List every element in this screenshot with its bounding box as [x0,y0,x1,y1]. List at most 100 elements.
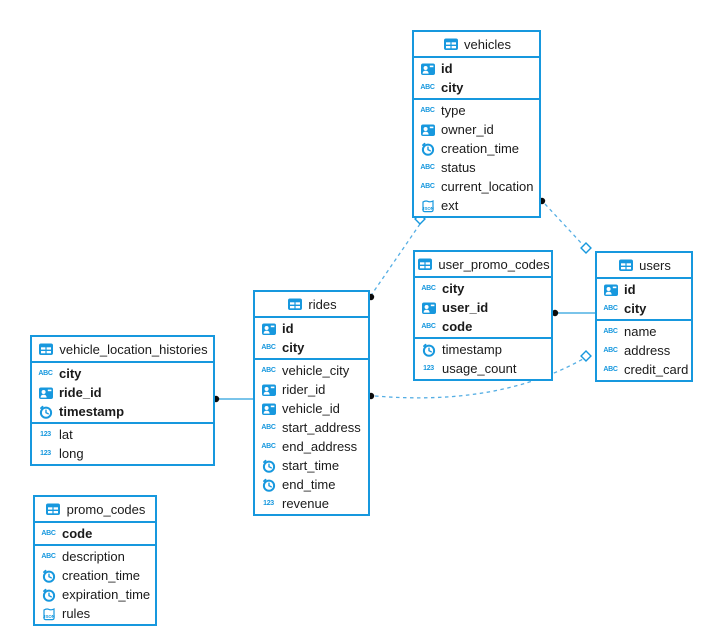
column-name: user_id [442,300,489,315]
table-header[interactable]: promo_codes [35,497,155,523]
abc-text-icon: ABC [41,553,56,560]
column-name: credit_card [624,362,689,377]
column-name: expiration_time [62,587,151,602]
abc-text-icon: ABC [261,443,276,450]
column-row-id[interactable]: id [255,319,368,338]
relationship-line[interactable] [371,223,421,295]
relationship-user_promo_codes-users[interactable] [551,309,596,317]
column-name: owner_id [441,122,494,137]
column-name: rules [62,606,91,621]
relationship-vehicle_location_histories-rides[interactable] [212,395,254,403]
column-name: city [442,281,465,296]
column-row-timestamp[interactable]: timestamp [415,340,551,359]
relationship-line[interactable] [374,358,584,399]
table-title: vehicles [464,36,511,52]
column-name: creation_time [441,141,520,156]
column-name: name [624,324,657,339]
abc-text-icon: ABC [603,328,618,335]
relationship-dot-endpoint [551,309,559,317]
column-row-id[interactable]: id [414,59,539,78]
column-row-start_time[interactable]: start_time [255,456,368,475]
column-name: city [624,301,647,316]
abc-text-icon: ABC [420,183,435,190]
json-icon: JSON [419,198,436,214]
123-number-icon: 123 [40,450,51,457]
table-header[interactable]: users [597,253,691,279]
column-row-creation_time[interactable]: creation_time [414,139,539,158]
column-row-timestamp[interactable]: timestamp [32,402,213,421]
table-header[interactable]: vehicle_location_histories [32,337,213,363]
relationship-diamond-endpoint [580,242,592,254]
column-row-creation_time[interactable]: creation_time [35,566,155,585]
column-row-user_id[interactable]: user_id [415,298,551,317]
column-name: type [441,103,466,118]
person-badge-icon [419,61,436,77]
column-name: timestamp [442,342,502,357]
table-header[interactable]: user_promo_codes [415,252,551,278]
person-badge-icon [419,122,436,138]
column-name: ext [441,198,459,213]
column-row-lat[interactable]: 123 lat [32,425,213,444]
person-badge-icon [260,401,277,417]
column-name: end_address [282,439,358,454]
clock-icon [37,404,54,420]
123-number-icon: 123 [40,431,51,438]
column-name: lat [59,427,73,442]
column-name: ride_id [59,385,102,400]
table-header[interactable]: rides [255,292,368,318]
column-row-rules[interactable]: JSON rules [35,604,155,623]
table-icon [617,257,634,273]
relationship-line[interactable] [544,203,584,246]
column-row-expiration_time[interactable]: expiration_time [35,585,155,604]
table-header[interactable]: vehicles [414,32,539,58]
clock-icon [260,477,277,493]
column-name: end_time [282,477,336,492]
abc-text-icon: ABC [261,424,276,431]
column-row-rider_id[interactable]: rider_id [255,380,368,399]
json-icon: JSON [40,606,57,622]
column-row-ext[interactable]: JSON ext [414,196,539,215]
column-row-name[interactable]: ABC name [597,322,691,341]
relationship-vehicles-users[interactable] [538,197,592,254]
column-row-owner_id[interactable]: owner_id [414,120,539,139]
column-row-ride_id[interactable]: ride_id [32,383,213,402]
column-row-end_time[interactable]: end_time [255,475,368,494]
column-name: revenue [282,496,329,511]
column-row-vehicle_id[interactable]: vehicle_id [255,399,368,418]
relationship-rides-users[interactable] [367,350,592,400]
column-row-id[interactable]: id [597,280,691,299]
column-row-end_address[interactable]: ABC end_address [255,437,368,456]
table-title: rides [308,296,337,312]
clock-icon [420,342,437,358]
